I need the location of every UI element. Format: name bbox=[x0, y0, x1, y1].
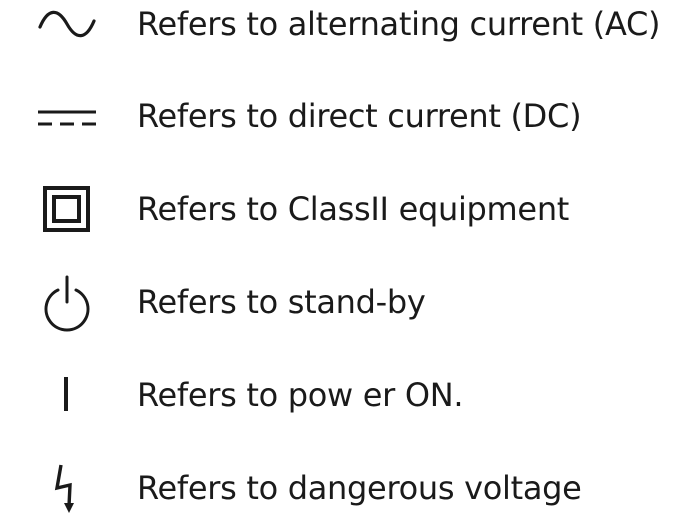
symbol-label: Refers to direct current (DC) bbox=[137, 97, 582, 135]
symbol-row-class-ii: Refers to ClassII equipment bbox=[0, 179, 698, 239]
symbol-label: Refers to alternating current (AC) bbox=[137, 5, 661, 43]
symbol-row-dc: Refers to direct current (DC) bbox=[0, 86, 698, 146]
symbol-label: Refers to stand-by bbox=[137, 283, 426, 321]
standby-power-icon bbox=[28, 272, 108, 332]
class-ii-double-square-icon bbox=[28, 179, 108, 239]
symbol-label: Refers to dangerous voltage bbox=[137, 469, 582, 507]
ac-sine-wave-icon bbox=[28, 0, 108, 54]
lightning-bolt-icon bbox=[28, 458, 108, 518]
dc-current-icon bbox=[28, 86, 108, 146]
power-on-line-icon bbox=[28, 365, 108, 425]
symbol-row-power-on: Refers to pow er ON. bbox=[0, 365, 698, 425]
symbol-label: Refers to pow er ON. bbox=[137, 376, 464, 414]
symbol-row-standby: Refers to stand-by bbox=[0, 272, 698, 332]
symbol-label: Refers to ClassII equipment bbox=[137, 190, 570, 228]
symbol-row-dangerous-voltage: Refers to dangerous voltage bbox=[0, 458, 698, 518]
symbol-row-ac: Refers to alternating current (AC) bbox=[0, 0, 698, 54]
